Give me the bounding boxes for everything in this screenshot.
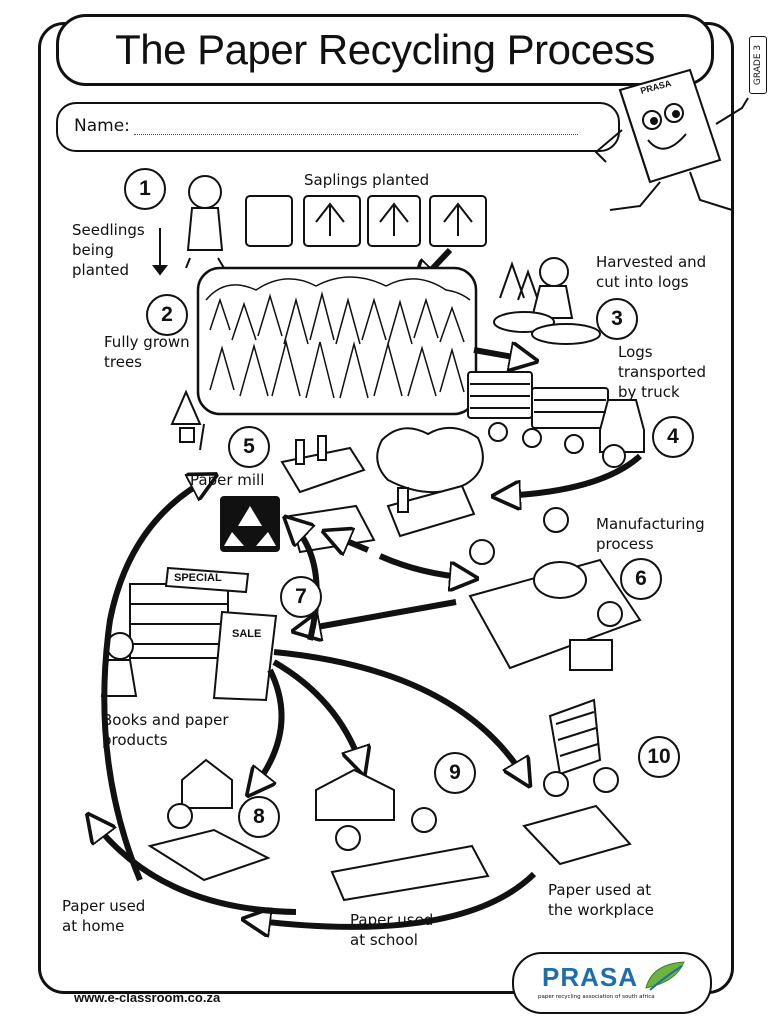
name-field[interactable]: Name: (56, 102, 620, 152)
paper-mill-buildings (280, 427, 484, 554)
saplings-label: Saplings planted (304, 171, 430, 189)
small-tree-trowel (170, 389, 205, 451)
step-2-label: Fully grown trees (104, 333, 190, 371)
step-7-label: Books and paper products (102, 711, 229, 749)
prasa-tagline: paper recycling association of south afr… (538, 994, 655, 1000)
step-10-number: 10 (638, 736, 680, 778)
name-line (134, 134, 578, 135)
step-2-number: 2 (146, 294, 188, 336)
leaf-icon (645, 961, 685, 991)
grade-tab: GRADE 3 (749, 36, 767, 94)
prasa-logo-text: PRASA (542, 962, 639, 992)
step-4-number: 4 (652, 416, 694, 458)
step-7-number: 7 (280, 576, 322, 618)
step-3-number: 3 (596, 298, 638, 340)
step-10-label: Paper used at the workplace (548, 881, 655, 919)
school-scene (315, 768, 490, 902)
arrow-manufacturing-to-shop (300, 599, 457, 630)
arrow-recycle-to-mill (101, 478, 210, 882)
step-1-number: 1 (124, 168, 166, 210)
step-5-number: 5 (228, 426, 270, 468)
arrow-shop-to-workplace (273, 649, 526, 780)
logging-truck (467, 371, 645, 468)
recycle-icon (220, 496, 280, 552)
title-banner: The Paper Recycling Process (56, 14, 714, 86)
mascot-box-character (594, 68, 749, 211)
arrow-truck-to-mill (500, 453, 643, 496)
home-scene (147, 758, 271, 882)
arrow-to-paper-mill (290, 522, 320, 641)
step-6-label: Manufacturing process (596, 515, 705, 553)
step-8-label: Paper used at home (62, 897, 146, 935)
step-8-number: 8 (238, 796, 280, 838)
step-6-number: 6 (620, 558, 662, 600)
log-cutting-worker (493, 257, 601, 345)
step-9-number: 9 (434, 752, 476, 794)
workplace-scene (522, 698, 632, 866)
step-9-label: Paper used at school (350, 911, 434, 949)
step-3-label: Harvested and cut into logs (596, 253, 707, 291)
sapling-panels (245, 195, 487, 247)
page-title: The Paper Recycling Process (115, 26, 655, 73)
prasa-logo: PRASA paper recycling association of sou… (512, 952, 712, 1014)
step-1-label: Seedlings being planted (72, 221, 145, 279)
arrow-school-return (92, 820, 297, 915)
arrow-shop-to-home (252, 668, 285, 790)
step-4-label: Logs transported by truck (618, 343, 707, 401)
footer-url[interactable]: www.e-classroom.co.za (74, 990, 221, 1005)
arrow-forest-to-logs (473, 350, 530, 360)
arrow-mill-loop (330, 534, 370, 550)
bookshop-display (100, 566, 278, 702)
special-sign: SPECIAL (174, 572, 222, 584)
sale-sign: SALE (232, 628, 262, 640)
manufacturing-machine (468, 507, 642, 671)
seedling-planting-child (152, 175, 225, 276)
step-5-label: Paper mill (190, 471, 265, 489)
arrow-shop-to-school (272, 659, 362, 768)
name-label: Name: (74, 116, 130, 136)
arrow-workplace-return (250, 871, 537, 927)
forest-panel (196, 266, 478, 416)
arrow-mill-to-manufacturing (378, 553, 470, 578)
